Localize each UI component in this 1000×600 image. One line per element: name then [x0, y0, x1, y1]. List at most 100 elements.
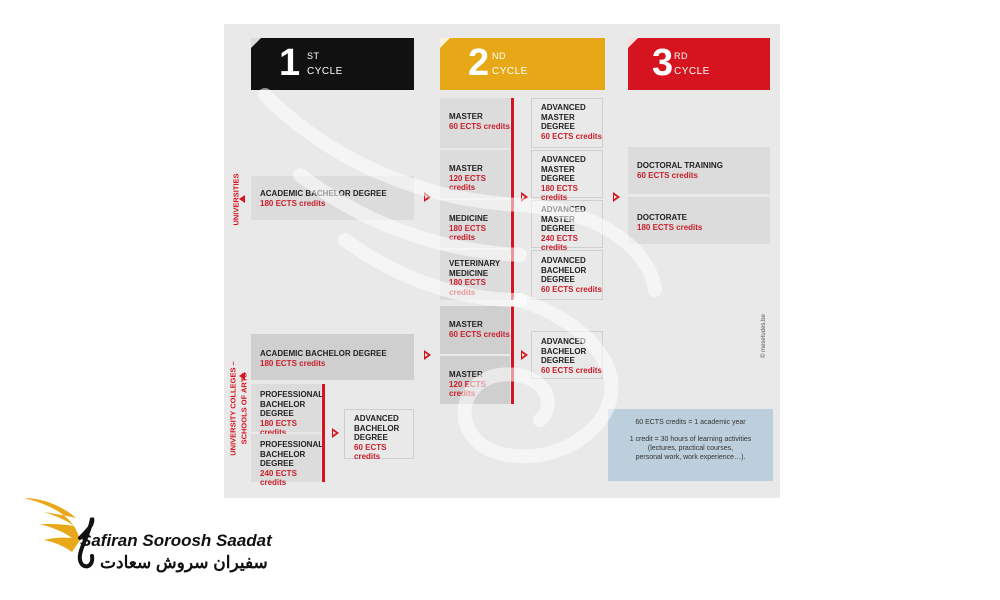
box-title: MASTER — [449, 112, 483, 121]
box-title: MASTER — [449, 164, 483, 173]
doctorate-box: DOCTORATE 180 ECTS credits — [628, 197, 770, 244]
note-line: (lectures, practical courses, — [647, 445, 734, 452]
universities-label: UNIVERSITIES — [231, 173, 241, 226]
cycle-2-header: 2 ND CYCLE — [440, 38, 605, 90]
box-credits: 120 ECTS credits — [449, 173, 486, 193]
college-divider-line — [511, 306, 514, 404]
box-title: PROFESSIONAL — [260, 440, 324, 449]
arrow-icon — [424, 350, 431, 360]
copyright-text: © mesetudes.be — [761, 314, 767, 358]
university-advanced-master-240-box: ADVANCED MASTER DEGREE 240 ECTS credits — [531, 200, 603, 252]
note-line: personal work, work experience…). — [635, 454, 746, 461]
cycle-notch — [628, 38, 638, 48]
box-title: ADVANCED — [541, 337, 586, 346]
professional-bachelor-180-box: PROFESSIONAL BACHELOR DEGREE 180 ECTS cr… — [251, 384, 324, 437]
box-title: DEGREE — [541, 275, 575, 284]
cycle-notch — [251, 38, 261, 48]
professional-advanced-bachelor-box: ADVANCED BACHELOR DEGREE 60 ECTS credits — [344, 409, 414, 462]
note-line: 1 credit = 30 hours of learning activiti… — [629, 436, 752, 443]
box-title: BACHELOR — [541, 346, 587, 356]
box-title: BACHELOR — [260, 449, 306, 459]
box-title: MASTER — [449, 320, 483, 329]
cycle-word: CYCLE — [307, 66, 343, 77]
cycle-notch — [440, 38, 450, 48]
note-line: 60 ECTS credits = 1 academic year — [635, 419, 746, 426]
cycle-word: CYCLE — [674, 66, 710, 77]
college-master-60-box: MASTER 60 ECTS credits — [440, 306, 510, 354]
box-title: MEDICINE — [449, 214, 489, 223]
box-title: MEDICINE — [449, 268, 489, 278]
box-title: MASTER — [449, 370, 483, 379]
box-title: DEGREE — [541, 224, 575, 233]
box-credits: 240 ECTS credits — [260, 468, 297, 488]
box-title: ADVANCED — [541, 155, 586, 164]
brand-name-english: Safiran Soroosh Saadat — [80, 531, 272, 550]
cycle-suffix: ND — [492, 51, 506, 61]
box-title: MASTER — [541, 112, 575, 122]
box-credits: 180 ECTS credits — [449, 223, 486, 243]
college-bachelor-box: ACADEMIC BACHELOR DEGREE 180 ECTS credit… — [251, 334, 414, 380]
university-divider-line — [511, 98, 514, 300]
box-title: ADVANCED — [354, 414, 399, 423]
box-credits: 60 ECTS credits — [449, 329, 510, 339]
box-title: DOCTORATE — [637, 213, 687, 222]
box-title: BACHELOR — [354, 423, 400, 433]
box-title: DEGREE — [260, 459, 294, 468]
box-credits: 180 ECTS credits — [260, 358, 326, 368]
box-credits: 60 ECTS credits — [354, 442, 387, 462]
box-credits: 180 ECTS credits — [637, 222, 703, 232]
arrow-icon — [613, 192, 620, 202]
box-credits: 180 ECTS credits — [260, 198, 326, 208]
box-title: VETERINARY — [449, 259, 501, 268]
box-title: DEGREE — [354, 433, 388, 442]
university-master-120-box: MASTER 120 ECTS credits — [440, 150, 510, 198]
arrow-icon — [521, 192, 528, 202]
box-credits: 60 ECTS credits — [541, 131, 602, 141]
box-credits: 120 ECTS credits — [449, 379, 486, 399]
box-credits: 60 ECTS credits — [541, 284, 602, 294]
ects-note-box: 60 ECTS credits = 1 academic year 1 cred… — [608, 409, 773, 481]
cycle-3-header: 3 RD CYCLE — [628, 38, 770, 90]
box-title: PROFESSIONAL — [260, 390, 324, 399]
box-title: BACHELOR — [541, 265, 587, 275]
box-title: MASTER — [541, 214, 575, 224]
cycle-number: 3 — [652, 42, 674, 84]
university-master-60-box: MASTER 60 ECTS credits — [440, 98, 510, 148]
box-credits: 180 ECTS credits — [449, 278, 486, 297]
box-title: MASTER — [541, 164, 575, 174]
colleges-label-line2: SCHOOLS OF ARTS — [239, 372, 249, 445]
college-master-120-box: MASTER 120 ECTS credits — [440, 356, 510, 404]
box-title: ACADEMIC BACHELOR DEGREE — [260, 189, 387, 198]
colleges-label-line1: UNIVERSITY COLLEGES – — [228, 361, 238, 456]
cycle-suffix: RD — [674, 51, 688, 61]
university-medicine-box: MEDICINE 180 ECTS credits — [440, 200, 510, 248]
university-advanced-master-60-box: ADVANCED MASTER DEGREE 60 ECTS credits — [531, 98, 603, 148]
arrow-icon — [521, 350, 528, 360]
arrow-icon — [332, 428, 339, 438]
doctoral-training-box: DOCTORAL TRAINING 60 ECTS credits — [628, 147, 770, 194]
universities-marker-icon — [239, 195, 245, 203]
university-advanced-master-180-box: ADVANCED MASTER DEGREE 180 ECTS credits — [531, 150, 603, 202]
arrow-icon — [424, 192, 431, 202]
college-advanced-bachelor-box: ADVANCED BACHELOR DEGREE 60 ECTS credits — [531, 331, 603, 379]
university-bachelor-box: ACADEMIC BACHELOR DEGREE 180 ECTS credit… — [251, 176, 414, 220]
box-title: ADVANCED — [541, 103, 586, 112]
university-veterinary-box: VETERINARY MEDICINE 180 ECTS credits — [440, 250, 510, 300]
cycle-word: CYCLE — [492, 66, 528, 77]
brand-name-persian: سفیران سروش سعادت — [100, 553, 268, 572]
box-title: DOCTORAL TRAINING — [637, 161, 723, 170]
box-title: DEGREE — [541, 174, 575, 183]
box-title: BACHELOR — [260, 399, 306, 409]
cycle-number: 1 — [279, 42, 301, 84]
colleges-marker-icon — [239, 372, 245, 380]
cycle-1-header: 1 ST CYCLE — [251, 38, 414, 90]
box-title: ADVANCED — [541, 256, 586, 265]
wing-logo-icon — [24, 498, 95, 569]
box-credits: 180 ECTS credits — [260, 418, 297, 438]
box-credits: 60 ECTS credits — [449, 121, 510, 131]
cycle-number: 2 — [468, 42, 490, 84]
professional-divider-line — [322, 384, 325, 482]
box-title: ACADEMIC BACHELOR DEGREE — [260, 349, 387, 358]
box-credits: 60 ECTS credits — [637, 170, 698, 180]
cycle-suffix: ST — [307, 51, 320, 61]
